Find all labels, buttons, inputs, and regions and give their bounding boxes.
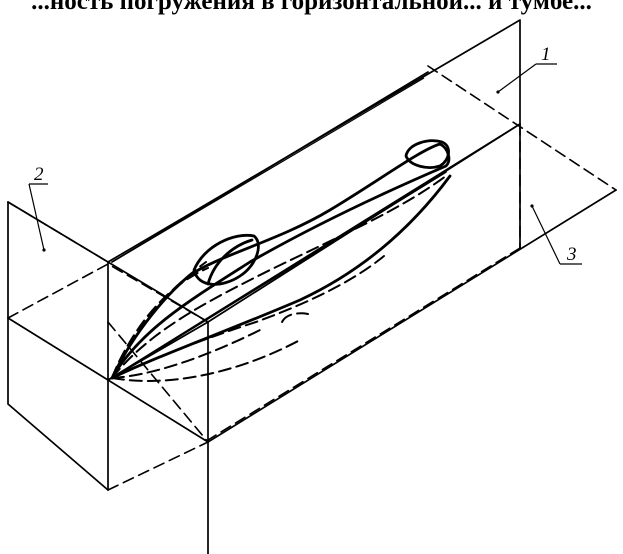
label-3-group: 3 xyxy=(530,204,582,265)
label-2-group: 2 xyxy=(28,164,48,252)
cropped-header-text: ...ность погружения в горизонтальной... … xyxy=(31,0,592,15)
axis-lines xyxy=(107,123,521,381)
ship-hull xyxy=(110,139,452,382)
label-1-group: 1 xyxy=(496,44,557,94)
plane-2-transverse xyxy=(7,201,209,554)
label-3: 3 xyxy=(566,244,577,265)
plane-1-diametral xyxy=(107,19,521,263)
label-2: 2 xyxy=(34,164,44,185)
plane-3-horizontal xyxy=(107,65,617,443)
label-1: 1 xyxy=(541,44,551,65)
